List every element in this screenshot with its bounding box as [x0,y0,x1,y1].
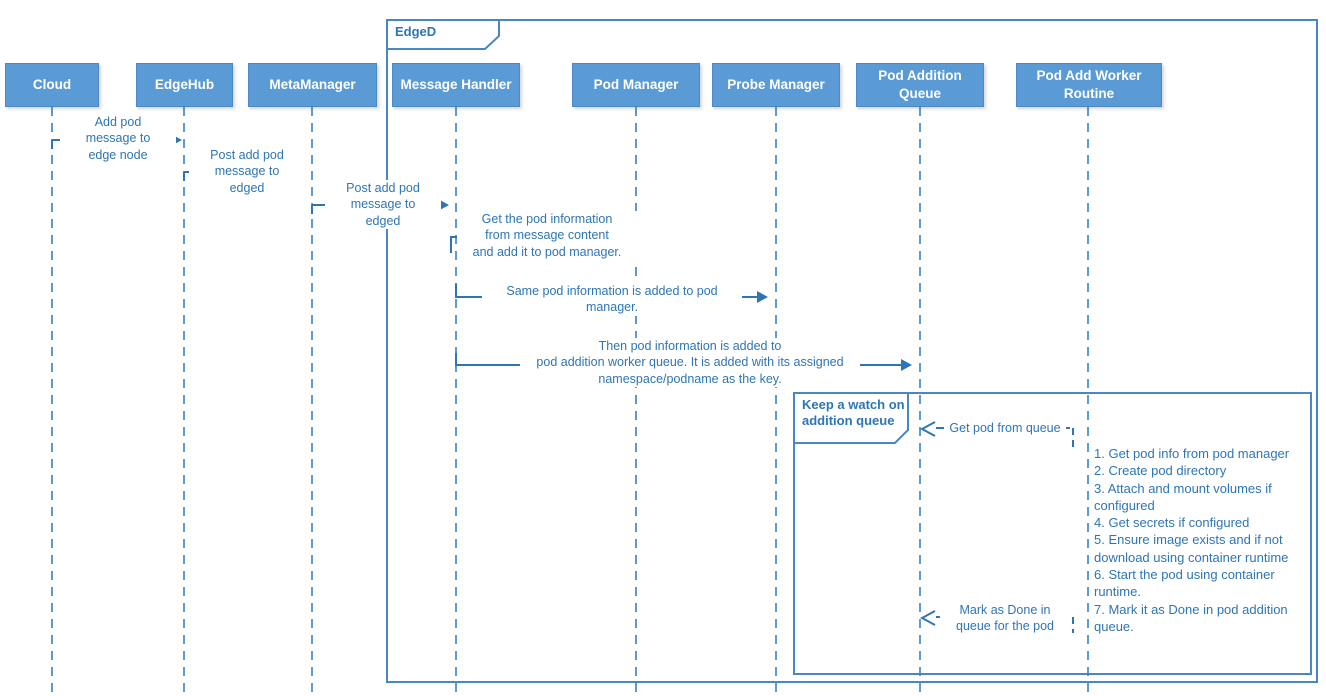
lifeline-probe-manager [775,107,777,696]
message-6-arrowhead-icon [901,359,912,371]
watch-addition-queue-frame [793,392,1312,675]
lifeline-box-edgehub: EdgeHub [136,63,233,107]
message-1-label: Add pod message to edge node [60,114,176,163]
worker-steps-text: 1. Get pod info from pod manager 2. Crea… [1094,446,1290,634]
lifeline-metamanager [311,107,313,696]
message-3-label: Post add pod message to edged [325,180,441,229]
lifeline-message-handler [455,107,457,696]
message-6-label: Then pod information is added to pod add… [520,338,860,387]
lifeline-box-message-handler: Message Handler [392,63,520,107]
lifeline-box-pod-add-worker-routine: Pod Add Worker Routine [1016,63,1162,107]
message-3-stub [311,205,313,214]
message-8-label: Mark as Done in queue for the pod [940,602,1070,635]
message-2-label: Post add pod message to edged [189,147,305,196]
lifeline-box-metamanager: MetaManager [248,63,377,107]
watch-addition-queue-label: Keep a watch on addition queue [802,397,905,429]
watch-addition-queue-tab: Keep a watch on addition queue [793,392,909,444]
edged-frame [386,19,1318,683]
lifeline-box-cloud: Cloud [5,63,99,107]
lifeline-box-pod-manager: Pod Manager [572,63,700,107]
lifeline-pod-manager [635,107,637,696]
edged-frame-tab: EdgeD [386,19,500,50]
message-2-stub [183,172,185,181]
lifeline-pod-add-worker-routine [1087,107,1089,696]
message-5-stub [455,284,457,298]
lifeline-pod-addition-queue [919,107,921,696]
lifeline-cloud [51,107,53,696]
frame-tab-shape-icon [793,392,909,444]
lifeline-edgehub [183,107,185,696]
frame-tab-shape-icon [386,19,500,50]
message-6-stub [455,353,457,365]
message-3-arrowhead-icon [438,199,449,211]
message-5-arrowhead-icon [757,291,768,303]
edged-frame-label: EdgeD [395,24,437,39]
message-8-stub [1072,617,1074,633]
message-7-open-arrowhead-icon [920,421,936,437]
message-4-stub [450,237,452,253]
message-4-label: Get the pod information from message con… [457,211,637,260]
message-1-arrowhead-icon [171,134,182,146]
message-7-stub [1072,428,1074,447]
message-1-stub [51,140,53,149]
message-5-label: Same pod information is added to pod man… [482,283,742,316]
message-8-open-arrowhead-icon [920,610,936,626]
lifeline-box-pod-addition-queue: Pod Addition Queue [856,63,984,107]
lifeline-box-probe-manager: Probe Manager [712,63,840,107]
message-7-label: Get pod from queue [944,420,1066,437]
